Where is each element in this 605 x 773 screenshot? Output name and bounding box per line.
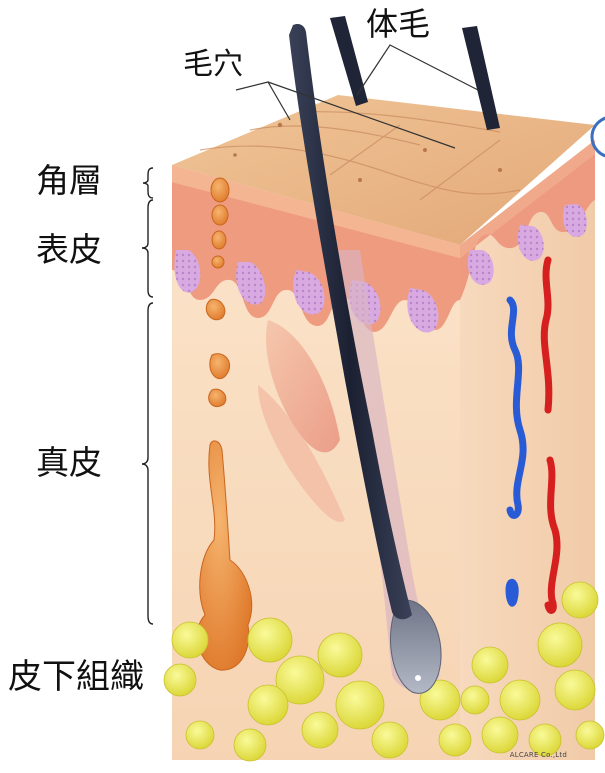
dermis-label: 真皮 xyxy=(36,446,102,479)
epidermis-label: 表皮 xyxy=(36,233,102,266)
copyright-credit: ALCARE Co.,Ltd xyxy=(510,751,567,759)
stratum-corneum-label: 角層 xyxy=(36,164,102,197)
layer-brackets xyxy=(142,168,153,624)
body-hair-label: 体毛 xyxy=(366,8,430,40)
subcutaneous-tissue-label: 皮下組織 xyxy=(8,660,144,694)
pore-label: 毛穴 xyxy=(183,50,243,80)
body-hair-left xyxy=(330,16,368,106)
